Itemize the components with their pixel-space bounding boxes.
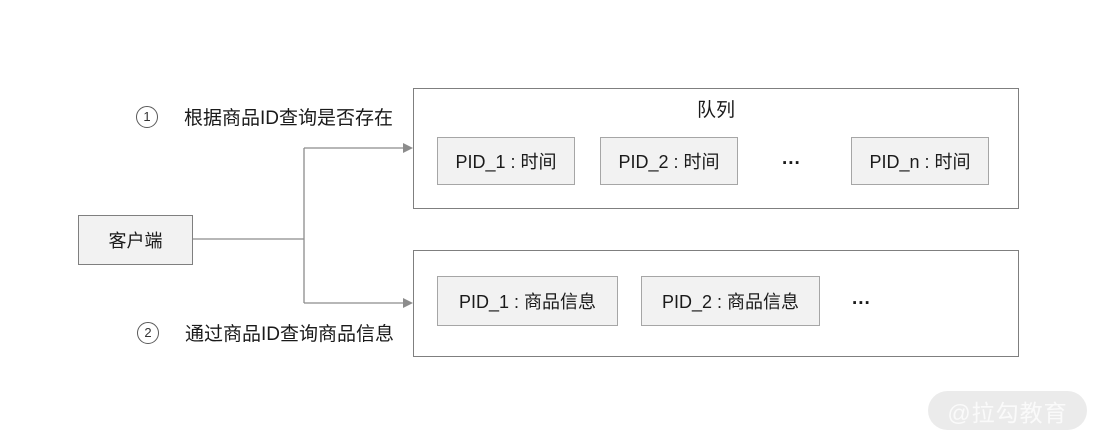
arrow-to-info-icon <box>403 298 413 308</box>
queue-container: 队列 PID_1 : 时间 PID_2 : 时间 ... PID_n : 时间 <box>413 88 1019 209</box>
annotation-step-1-label: 根据商品ID查询是否存在 <box>184 108 394 129</box>
product-info-container: PID_1 : 商品信息 PID_2 : 商品信息 ... <box>413 250 1019 357</box>
queue-title: 队列 <box>696 100 735 121</box>
queue-item-pidn: PID_n : 时间 <box>851 137 989 185</box>
client-node: 客户端 <box>78 215 193 265</box>
info-item-pid2: PID_2 : 商品信息 <box>641 276 820 326</box>
step-2-number-icon: 2 <box>137 321 159 344</box>
watermark-label: @拉勾教育 <box>947 399 1068 426</box>
queue-item-pid1: PID_1 : 时间 <box>437 137 575 185</box>
annotation-step-1: 1 根据商品ID查询是否存在 <box>136 103 393 130</box>
info-item-pid1: PID_1 : 商品信息 <box>437 276 618 326</box>
queue-item-pid2: PID_2 : 时间 <box>600 137 738 185</box>
arrow-to-queue-icon <box>403 143 413 153</box>
watermark-badge: @拉勾教育 <box>928 391 1087 430</box>
annotation-step-2-label: 通过商品ID查询商品信息 <box>185 324 395 345</box>
info-ellipsis: ... <box>852 288 871 309</box>
queue-ellipsis: ... <box>782 148 801 169</box>
step-1-number-icon: 1 <box>136 105 158 128</box>
client-node-label: 客户端 <box>108 231 163 251</box>
annotation-step-2: 2 通过商品ID查询商品信息 <box>137 319 394 346</box>
